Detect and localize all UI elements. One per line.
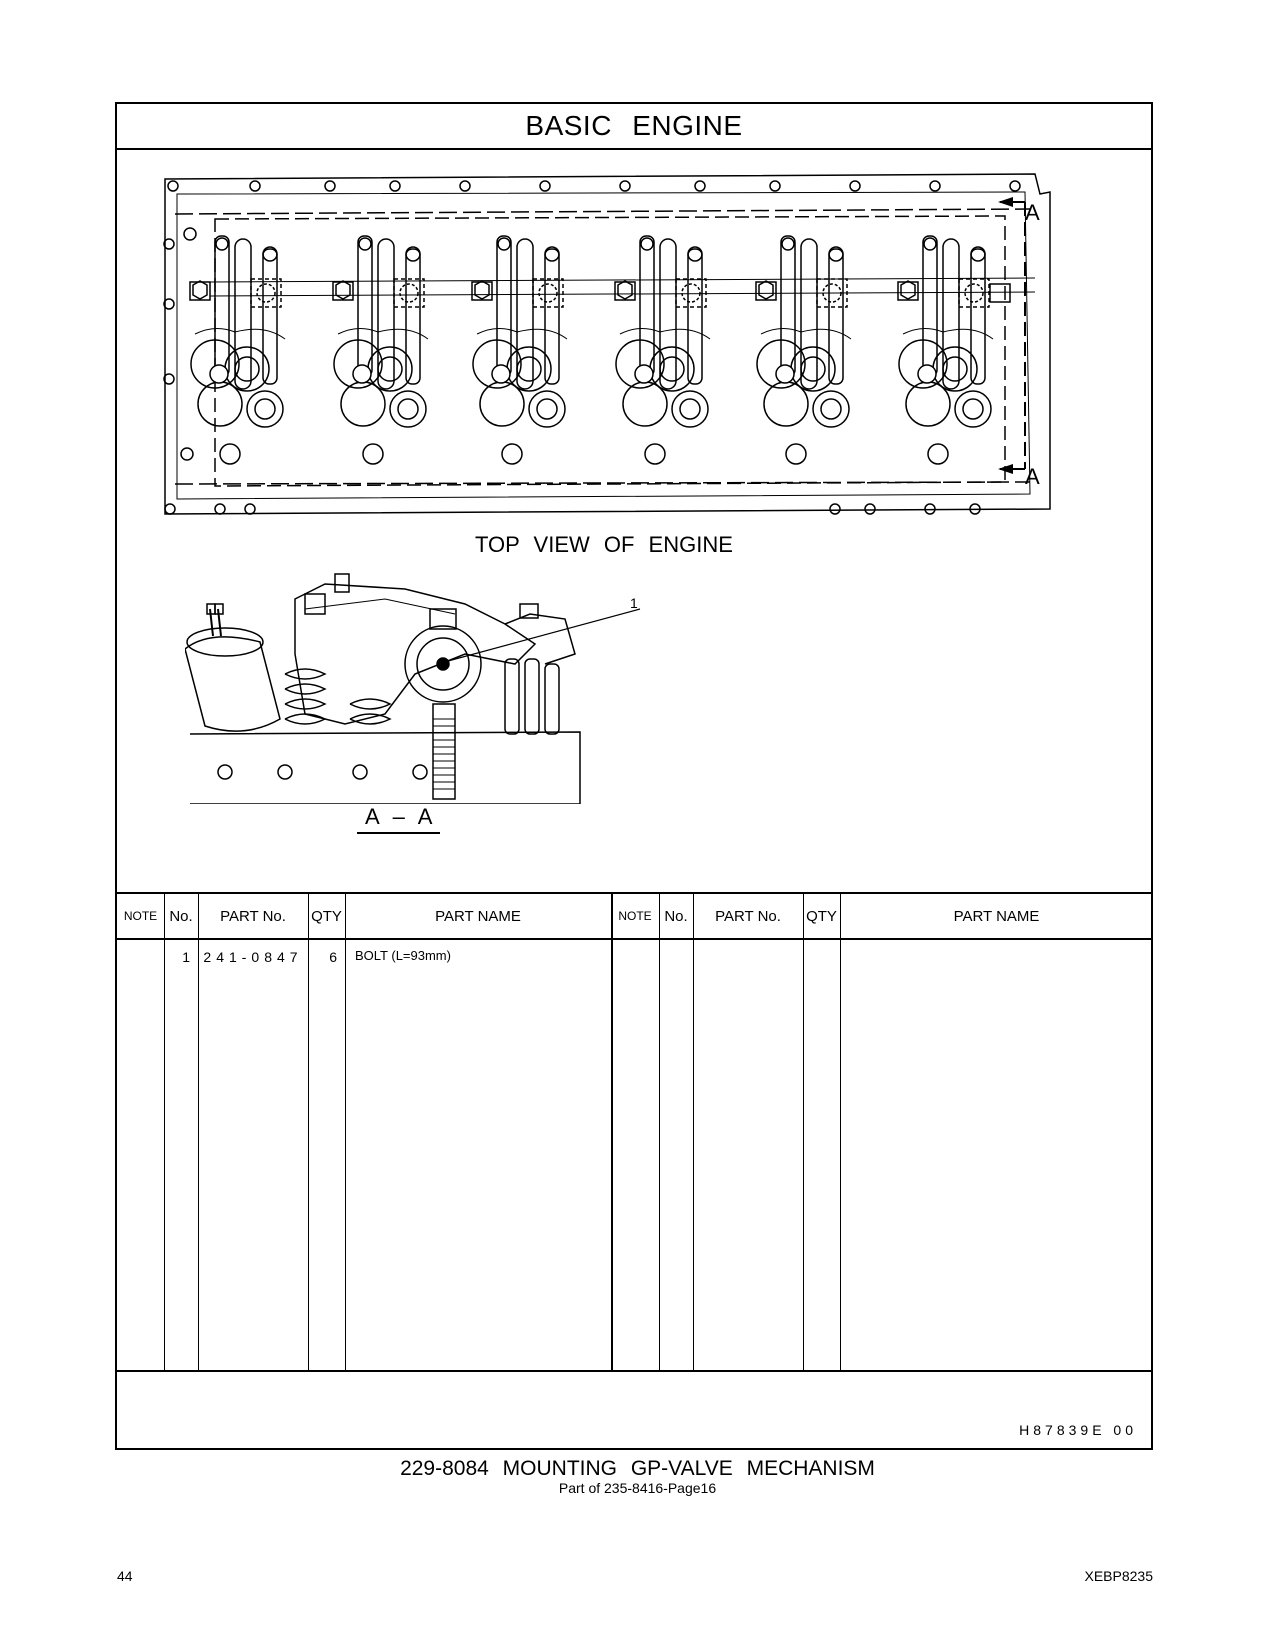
col-divider (840, 894, 841, 1370)
section-marker-top: A (1025, 200, 1040, 225)
top-view-label: TOP VIEW OF ENGINE (475, 532, 733, 557)
header-part-no: PART No. (220, 907, 286, 925)
col-divider (345, 894, 346, 1370)
col-divider (659, 894, 660, 1370)
row-part-name: BOLT (L=93mm) (355, 948, 451, 963)
header-part-no: PART No. (715, 907, 781, 925)
callout-number: 1 (630, 595, 638, 611)
header-qty: QTY (311, 907, 342, 925)
parts-table: NOTE No. PART No. QTY PART NAME NOTE No.… (117, 892, 1151, 1372)
header-no: No. (664, 907, 688, 925)
header-note: NOTE (618, 909, 652, 923)
document-number: XEBP8235 (1084, 1568, 1154, 1584)
section-view-illustration (185, 573, 641, 804)
header-note: NOTE (123, 909, 158, 923)
page-title: BASIC ENGINE (117, 104, 1151, 150)
section-label: A – A (357, 804, 441, 834)
header-no: No. (169, 907, 193, 925)
table-header-divider (117, 938, 1151, 940)
row-qty: 6 (329, 949, 337, 965)
row-part-no: 241-0847 (203, 949, 303, 965)
col-divider (198, 894, 199, 1370)
group-caption: 229-8084 MOUNTING GP-VALVE MECHANISM (400, 1457, 875, 1480)
top-view-illustration (163, 173, 1051, 515)
col-divider (164, 894, 165, 1370)
page-number: 44 (117, 1568, 133, 1584)
section-marker-bottom: A (1025, 464, 1040, 489)
header-qty: QTY (806, 907, 837, 925)
illustration-code: H87839E 00 (1019, 1422, 1137, 1438)
header-part-name: PART NAME (435, 907, 521, 925)
col-divider (611, 894, 613, 1370)
col-divider (693, 894, 694, 1370)
header-part-name: PART NAME (953, 907, 1040, 925)
col-divider (308, 894, 309, 1370)
col-divider (803, 894, 804, 1370)
row-item-no: 1 (182, 949, 190, 965)
group-subcaption: Part of 235-8416-Page16 (558, 1480, 717, 1496)
catalog-frame: BASIC ENGINE (115, 102, 1153, 1450)
